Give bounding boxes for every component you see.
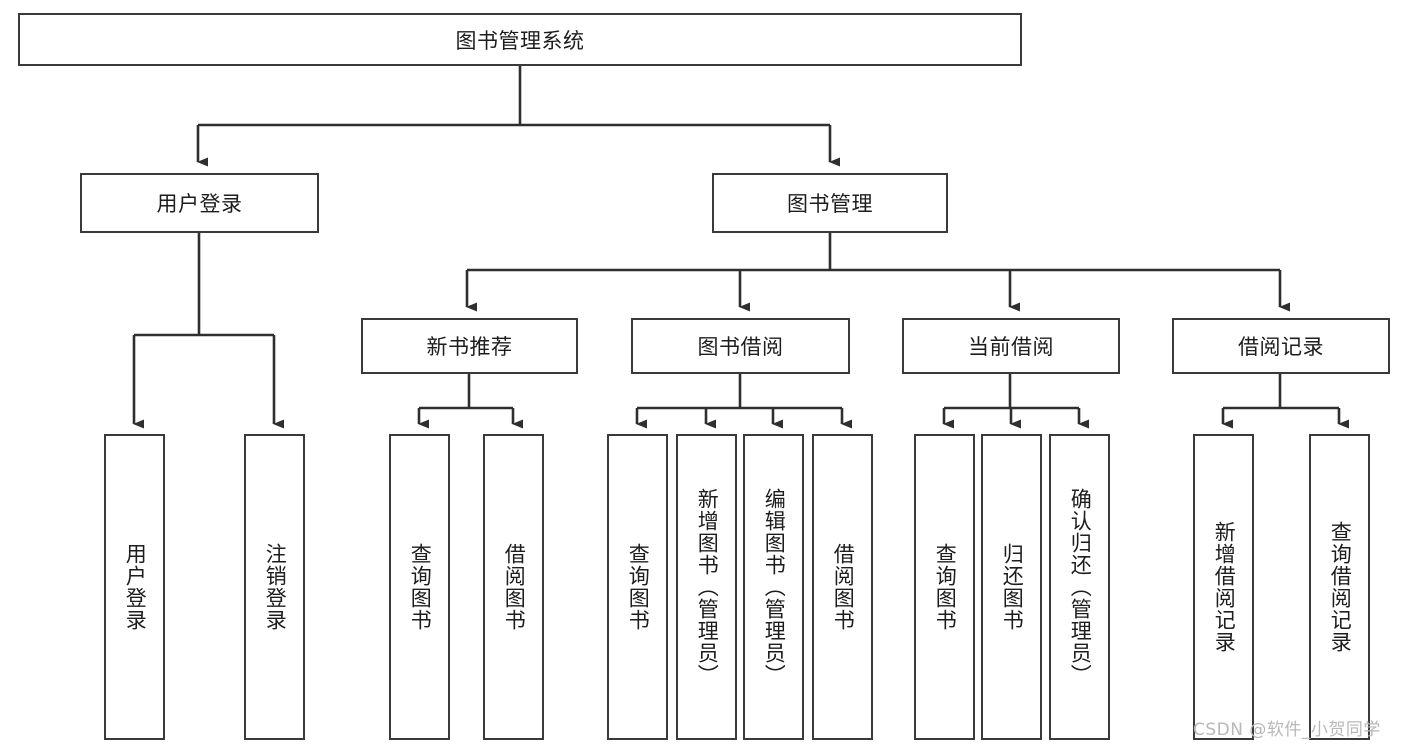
node-current-borrow-label: 当前借阅 <box>968 335 1054 359</box>
leaf-current-confirm-return-label: 确认归还（管理员） <box>1068 488 1093 686</box>
leaf-current-return-book-label: 归还图书 <box>1000 543 1025 631</box>
leaf-borrow-borrow-book-label: 借阅图书 <box>831 543 856 631</box>
leaf-user-login-login-label: 用户登录 <box>123 543 148 631</box>
leaf-record-query-record[interactable]: 查询借阅记录 <box>1309 434 1370 740</box>
leaf-recommend-borrow-book-label: 借阅图书 <box>502 543 527 631</box>
leaf-record-add-record-label: 新增借阅记录 <box>1212 521 1237 653</box>
leaf-recommend-query-book-label: 查询图书 <box>408 543 433 631</box>
leaf-borrow-edit-book[interactable]: 编辑图书（管理员） <box>743 434 804 740</box>
leaf-borrow-borrow-book[interactable]: 借阅图书 <box>812 434 873 740</box>
node-user-login[interactable]: 用户登录 <box>80 173 319 233</box>
node-book-borrow[interactable]: 图书借阅 <box>631 318 850 374</box>
node-root-label: 图书管理系统 <box>455 28 585 53</box>
leaf-record-add-record[interactable]: 新增借阅记录 <box>1193 434 1254 740</box>
node-book-management[interactable]: 图书管理 <box>712 173 948 233</box>
leaf-user-login-logout-label: 注销登录 <box>263 543 288 631</box>
leaf-recommend-query-book[interactable]: 查询图书 <box>389 434 450 740</box>
node-book-management-label: 图书管理 <box>787 192 873 216</box>
node-root[interactable]: 图书管理系统 <box>18 13 1022 66</box>
leaf-borrow-add-book[interactable]: 新增图书（管理员） <box>676 434 737 740</box>
leaf-current-query-book-label: 查询图书 <box>933 543 958 631</box>
node-current-borrow[interactable]: 当前借阅 <box>902 318 1120 374</box>
node-new-book-recommend-label: 新书推荐 <box>426 335 513 359</box>
leaf-recommend-borrow-book[interactable]: 借阅图书 <box>483 434 544 740</box>
node-user-login-label: 用户登录 <box>156 192 243 216</box>
leaf-borrow-add-book-label: 新增图书（管理员） <box>695 488 720 686</box>
node-borrow-record-label: 借阅记录 <box>1238 335 1324 359</box>
leaf-borrow-query-book[interactable]: 查询图书 <box>607 434 668 740</box>
leaf-record-query-record-label: 查询借阅记录 <box>1328 521 1353 653</box>
leaf-borrow-edit-book-label: 编辑图书（管理员） <box>762 488 787 686</box>
leaf-user-login-login[interactable]: 用户登录 <box>104 434 165 740</box>
leaf-current-query-book[interactable]: 查询图书 <box>914 434 975 740</box>
node-new-book-recommend[interactable]: 新书推荐 <box>361 318 578 374</box>
leaf-user-login-logout[interactable]: 注销登录 <box>244 434 305 740</box>
node-book-borrow-label: 图书借阅 <box>697 335 784 359</box>
leaf-borrow-query-book-label: 查询图书 <box>626 543 651 631</box>
node-borrow-record[interactable]: 借阅记录 <box>1172 318 1390 374</box>
leaf-current-confirm-return[interactable]: 确认归还（管理员） <box>1049 434 1110 740</box>
leaf-current-return-book[interactable]: 归还图书 <box>981 434 1042 740</box>
